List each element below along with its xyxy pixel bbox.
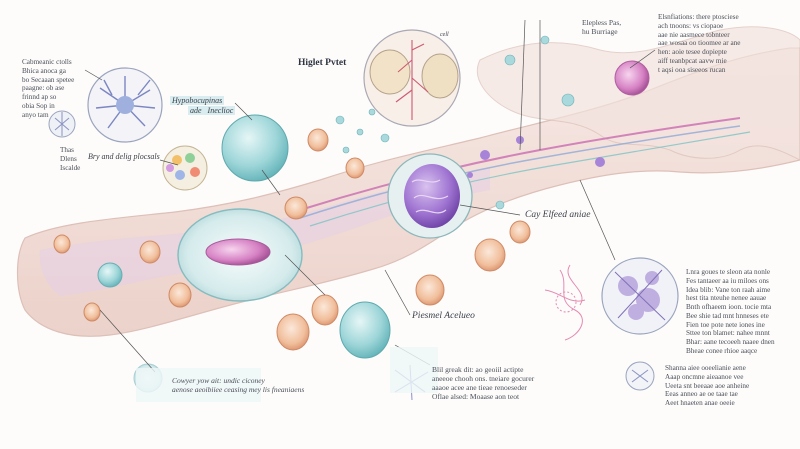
right-bullet: Aaap oncmne aieaanoe vee (665, 372, 744, 381)
right-bullet: Aeet hnaeten anae oeeie (665, 399, 735, 408)
right-block-line: Lnra goues te sleon ata nonle (686, 268, 771, 276)
top-right-block-line: ach tnoons: vs ciopaoe (658, 21, 724, 30)
vessel-line-1 (299, 117, 741, 211)
inset-circle-bottom-right (625, 361, 655, 391)
inset-circle-top-center (363, 29, 461, 127)
top-left-note-line: bo Secaaan spetee (22, 75, 75, 84)
bottom-center-block-line: Blil greak dit: ao geoiil actipte (432, 365, 524, 374)
top-left-note-line: paagne: ob ase (22, 84, 65, 93)
cyan-cell-bottom (339, 301, 391, 359)
top-right-block-line: t aqsi ooa siseeos rucan (658, 65, 726, 74)
hypobocupinas-sub-label: ade Ineclioc (188, 106, 236, 116)
right-block-line: hest tita nteuhe nenee aauae (686, 294, 767, 303)
right-block-line: Bee shie tad mnt hnneses ete (686, 311, 769, 320)
right-block-line: Fes tantaeer aa iu miloes ons (686, 276, 769, 285)
large-cyan-nucleus-cell (177, 208, 303, 302)
bottom-left-caption-line: Cowyer yow ait: undic ciconey (172, 376, 265, 385)
top-left-note-line: frinnd ap so (22, 93, 57, 102)
hypobocupinas-label: Hypobocupinas (170, 96, 225, 106)
bottom-center-block-line: Oflae alsed: Moaase aon teot (432, 392, 520, 402)
left-caption: Bry and delig plocsals (88, 152, 160, 161)
top-right-caption: Elepless Pas, hu Burriage (582, 18, 621, 36)
bottom-left-caption: Cowyer yow ait: undic ciconey aenose aeo… (172, 376, 304, 394)
right-block-line: Bnth ofhaeem ioon. tocie mta (686, 303, 772, 312)
side-vertical-note: Thas Dlens Iscalde (60, 146, 80, 172)
top-left-note-line: anyo tam (22, 110, 49, 119)
top-left-note-line: obia Sop in (22, 101, 55, 110)
vessel-line-2 (299, 125, 741, 219)
cyan-spiky-cell (221, 114, 289, 182)
piesmel-label: Piesmel Acelueo (412, 311, 475, 321)
right-bullet: Ueeta snt beeaae aoe anheine (665, 381, 750, 390)
higlet-pvtet-label: Higlet Pvtet (298, 58, 347, 68)
right-block-line: Sttee ton blamet: nahee mnnt (686, 329, 770, 338)
top-left-note-line: Bhica anoca ga (22, 66, 66, 75)
side-note-line: Thas (60, 146, 74, 154)
bottom-center-block-line: aneeoe chooh ons. tneiare gocurer (432, 374, 535, 384)
colorful-vesicle-cell (162, 145, 208, 191)
top-left-note: Cabmeanic ctolls Bhica anoca ga bo Secaa… (22, 58, 74, 119)
right-bullet: Eeas anneo ae oe taae tae (665, 390, 738, 399)
pink-filament-cluster (544, 264, 586, 341)
top-right-block: Elsnfiations: there ptosciese ach tnoons… (658, 13, 740, 74)
cell-small-label: cell (440, 32, 449, 38)
vessel-line-3 (309, 131, 751, 227)
bottom-center-block: Blil greak dit: ao geoiil actipte aneeoe… (432, 365, 534, 402)
bottom-center-block-line: aaaoe acee ane tieae renoeseder (432, 383, 527, 393)
inset-circle-small-left (48, 110, 76, 138)
top-right-block-line: Elsnfiations: there ptosciese (658, 13, 739, 21)
right-block-line: Fien toe pote nete iones ine (686, 320, 765, 329)
pink-sphere-right (614, 60, 650, 96)
top-left-note-line: Cabmeanic ctolls (22, 58, 72, 66)
top-right-block-line: aae wosaa oo tioomee ar ane (658, 39, 741, 48)
top-right-caption-line: hu Burriage (582, 27, 618, 37)
right-bullets: Shanna aiee ooeelianie aene Aaap oncmne … (665, 364, 749, 408)
side-note-line: Dlens (60, 154, 77, 163)
right-block-line: Bhar: aane tecoeeh naaee dnen (686, 338, 775, 347)
top-right-block-line: aiff teanbpcat aavw mie (658, 56, 727, 65)
peach-cells (53, 128, 531, 351)
right-block: Lnra goues te sleon ata nonle Fes tantae… (686, 268, 775, 356)
small-blue-vesicle (97, 262, 123, 288)
top-right-block-line: hen: aoie tesee dopiepte (658, 48, 727, 57)
inset-circle-top-left (87, 67, 163, 143)
right-block-line: Bheae conee rhioe aaqce (686, 347, 758, 356)
top-right-block-line: aae nie aasmece tobnteer (658, 30, 730, 39)
right-bullet: Shanna aiee ooeelianie aene (665, 364, 746, 372)
top-right-caption-line: Elepless Pas, (582, 18, 622, 27)
right-block-line: Idea blib: Vane ton raah aime (686, 285, 771, 294)
cay-elfeed-label: Cay Elfeed aniae (525, 210, 591, 220)
purple-dots (467, 136, 605, 178)
purple-mitochondria-cell (387, 153, 473, 239)
inset-circle-right (601, 257, 679, 335)
bottom-center-caption-box (390, 347, 438, 393)
bottom-left-caption-box (136, 368, 261, 402)
small-vesicles (335, 35, 575, 210)
side-note-line: Iscalde (60, 163, 81, 172)
bottom-left-caption-line: aenose aeoibiiee ceasing mey lis fneania… (172, 385, 305, 395)
